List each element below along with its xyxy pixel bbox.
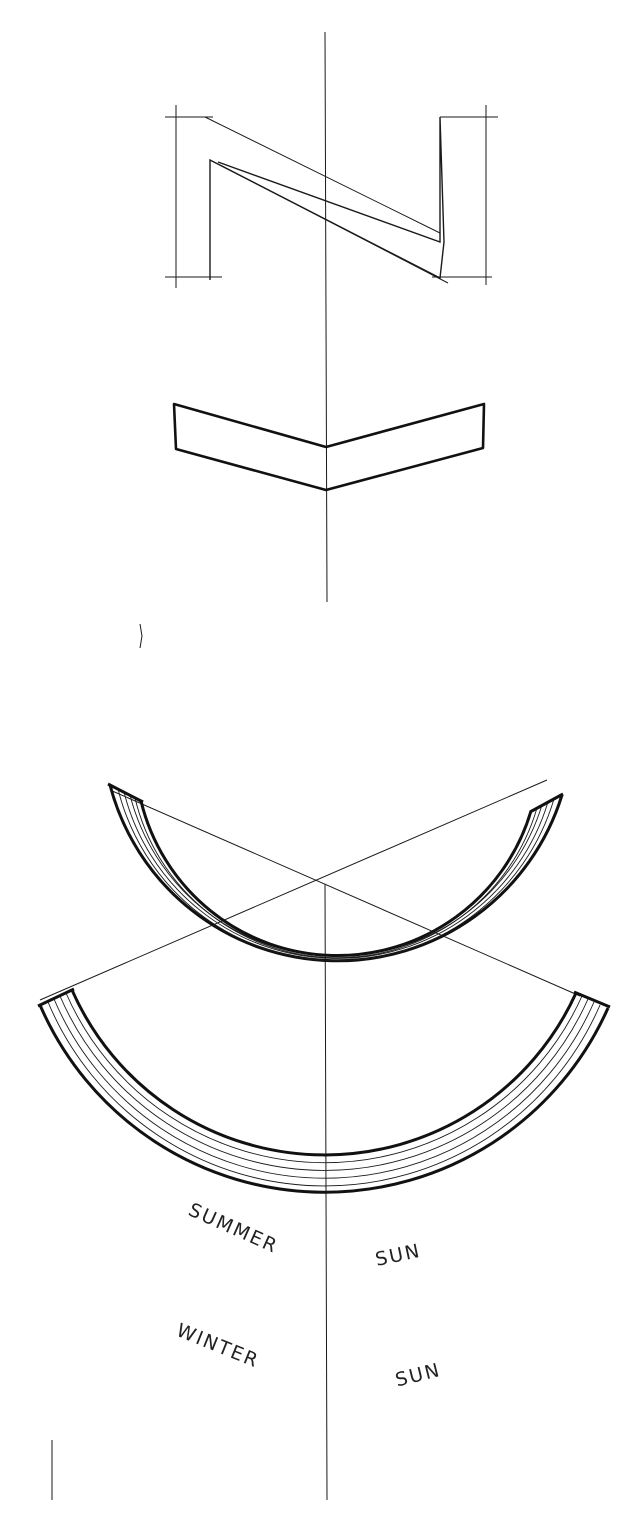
north-axis-line — [324, 31, 328, 603]
sunrise-line-summer — [109, 789, 581, 997]
winter-label: WINTER — [173, 1319, 262, 1372]
winter-sun-label: SUN — [393, 1359, 443, 1392]
winter-sun-arc — [37, 987, 611, 1194]
sunset-line-summer — [39, 779, 548, 1001]
sun-path-group: SUMMER SUN WINTER SUN — [37, 779, 611, 1501]
north-letter-n — [209, 116, 445, 280]
north-symbol — [165, 31, 498, 603]
summer-sun-arc — [107, 782, 564, 963]
north-chevron-arrow — [172, 402, 486, 492]
summer-label: SUMMER — [185, 1199, 282, 1258]
north-letter-construction — [165, 105, 498, 288]
summer-sun-label: SUN — [373, 1240, 423, 1271]
stray-mark-upper — [139, 623, 143, 649]
